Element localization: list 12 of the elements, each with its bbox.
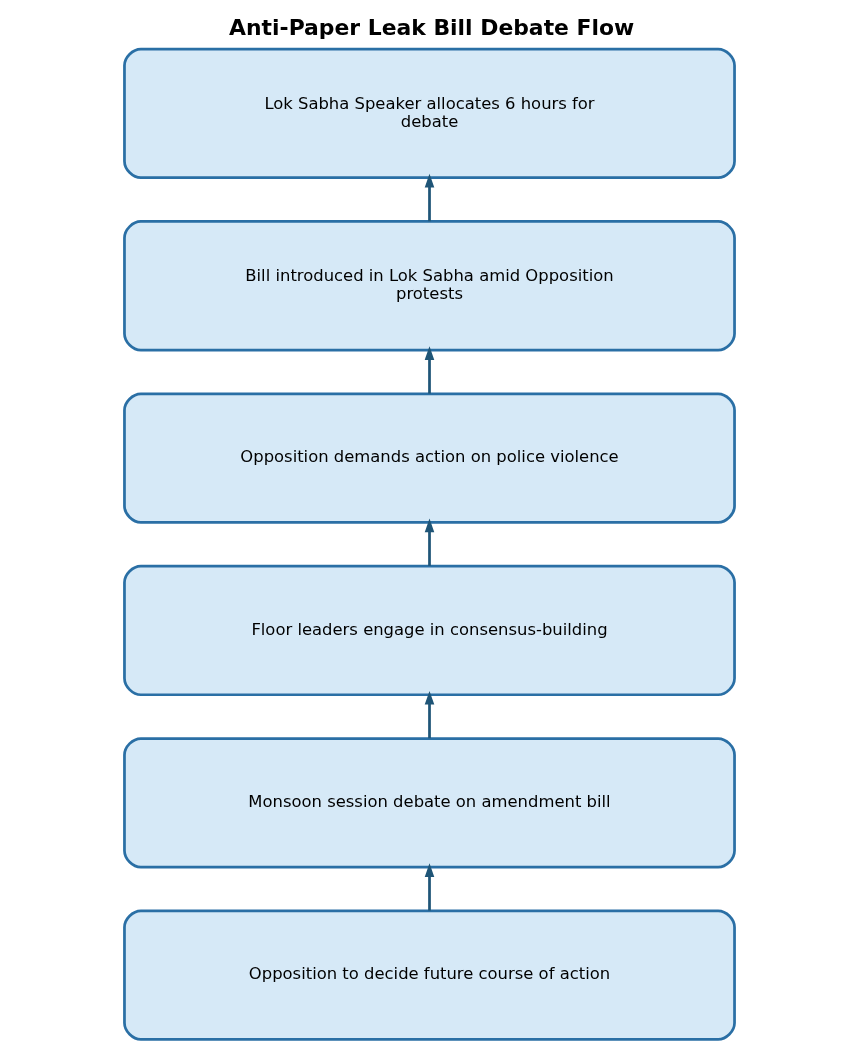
arrow <box>424 173 434 222</box>
arrow <box>424 690 434 739</box>
node-box: Floor leaders engage in consensus-building <box>122 564 736 697</box>
node-box: Bill introduced in Lok Sabha amid Opposition protests <box>122 220 736 352</box>
arrow <box>424 346 434 394</box>
arrow <box>424 863 434 911</box>
node-box: Opposition to decide future course of action <box>122 909 736 1041</box>
node-box: Lok Sabha Speaker allocates 6 hours for debate <box>122 47 736 180</box>
diagram-title: Anti-Paper Leak Bill Debate Flow <box>228 15 634 41</box>
node-box: Monsoon session debate on amendment bill <box>122 737 736 869</box>
arrow <box>424 518 434 566</box>
node-box: Opposition demands action on police violence <box>122 392 736 524</box>
